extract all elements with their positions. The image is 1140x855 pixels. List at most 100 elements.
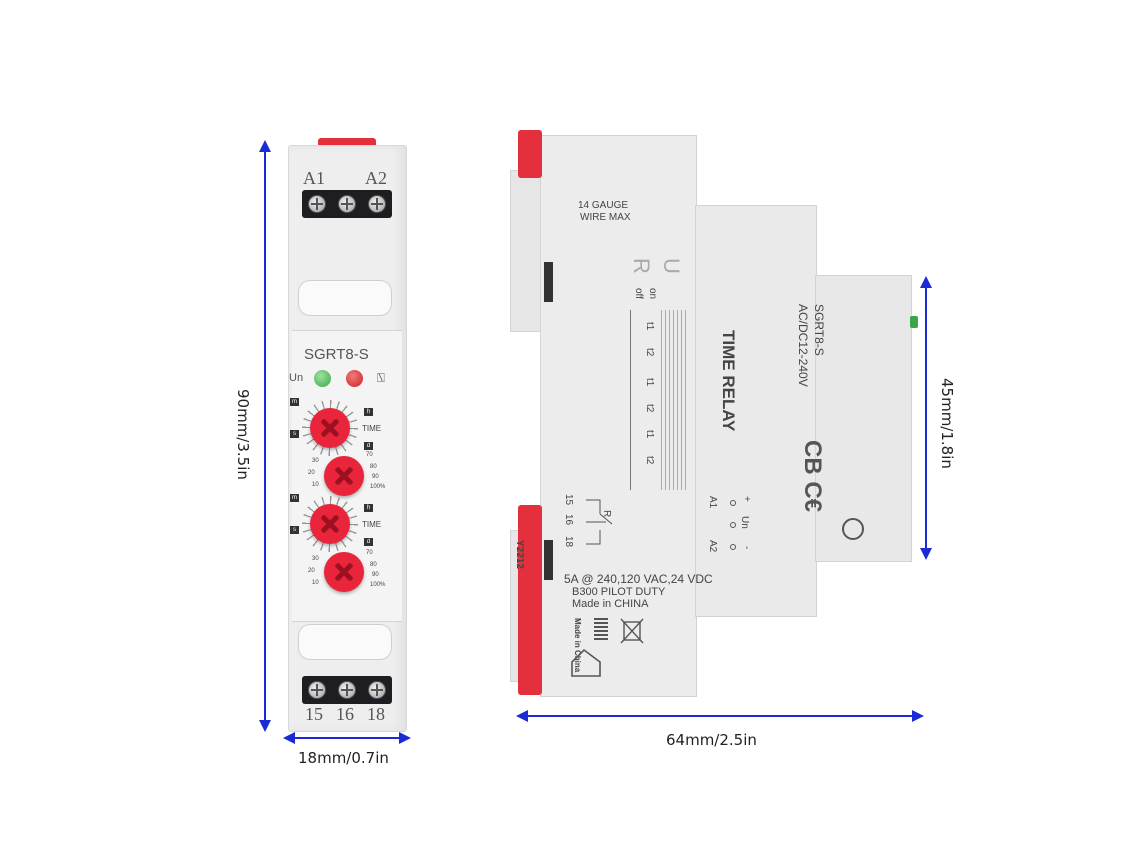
supply-terminal-dot bbox=[730, 544, 736, 550]
time-value-knob-1[interactable] bbox=[324, 456, 364, 496]
terminal-label-18: 18 bbox=[367, 704, 385, 724]
side-length-arrow bbox=[516, 710, 924, 722]
product-title: TIME RELAY bbox=[719, 330, 738, 432]
top-terminal-block bbox=[302, 190, 392, 218]
ccc-mark-icon bbox=[842, 518, 864, 540]
unit-box-d: d bbox=[364, 538, 373, 546]
mode-off-label: off bbox=[633, 288, 644, 299]
screw-icon[interactable] bbox=[338, 681, 356, 699]
side-slot bbox=[544, 540, 553, 580]
terminal-label-16: 16 bbox=[336, 704, 354, 724]
scale-mark: 80 bbox=[370, 562, 377, 568]
supply-terminal-dot bbox=[730, 500, 736, 506]
front-width-label: 18mm/0.7in bbox=[298, 749, 389, 767]
terminal-label-a2: A2 bbox=[365, 168, 387, 188]
bottom-label-window bbox=[298, 624, 392, 660]
supply-polarity: - bbox=[741, 546, 752, 550]
side-mid-housing bbox=[695, 205, 817, 617]
time-range-knob-1[interactable] bbox=[310, 408, 350, 448]
relay-symbol-icon: ⍂ bbox=[377, 370, 385, 385]
mode-letter-u: U bbox=[659, 258, 684, 274]
side-front-housing bbox=[815, 275, 912, 562]
made-in-label: Made in CHINA bbox=[572, 598, 649, 610]
time-range-knob-2[interactable] bbox=[310, 504, 350, 544]
side-slot bbox=[544, 262, 553, 302]
mode-letter-r: R bbox=[629, 258, 654, 274]
timing-diagram: t1 t2 t1 t2 t1 t2 bbox=[630, 310, 687, 490]
cert-mark-icon: CB C€ bbox=[799, 440, 826, 513]
scale-mark: 10 bbox=[312, 482, 319, 488]
mode-on-label: on bbox=[647, 288, 658, 300]
screw-icon[interactable] bbox=[308, 195, 326, 213]
timing-label: t2 bbox=[644, 348, 655, 357]
rating-line-2: B300 PILOT DUTY bbox=[572, 586, 666, 598]
screw-icon[interactable] bbox=[368, 681, 386, 699]
bottom-terminal-block bbox=[302, 676, 392, 704]
screw-icon[interactable] bbox=[368, 195, 386, 213]
unit-box-d: d bbox=[364, 442, 373, 450]
side-top-clip bbox=[518, 130, 542, 178]
weee-bin-icon bbox=[620, 618, 644, 644]
scale-mark: 10 bbox=[312, 580, 319, 586]
scale-mark: 100% bbox=[370, 582, 386, 588]
timing-label: t1 bbox=[644, 430, 655, 439]
screw-icon[interactable] bbox=[308, 681, 326, 699]
unit-box-s: s bbox=[290, 430, 299, 438]
timing-label: t2 bbox=[644, 404, 655, 413]
supply-terminal-dot bbox=[730, 522, 736, 528]
scale-mark: 70 bbox=[366, 452, 373, 458]
contact-label: 18 bbox=[563, 536, 574, 548]
front-model-label: SGRT8-S bbox=[304, 346, 369, 363]
time-label-2: TIME bbox=[362, 520, 382, 529]
rating-line-1: 5A @ 240,120 VAC,24 VDC bbox=[564, 572, 713, 586]
scale-mark: 20 bbox=[308, 568, 315, 574]
front-width-arrow bbox=[283, 732, 411, 744]
scale-mark: 20 bbox=[308, 470, 315, 476]
contact-diagram bbox=[586, 499, 613, 545]
screw-icon[interactable] bbox=[338, 195, 356, 213]
side-bottom-clip bbox=[518, 505, 542, 695]
unit-box-s: s bbox=[290, 526, 299, 534]
front-height-label: 90mm/3.5in bbox=[234, 389, 252, 480]
recycle-bar-icon bbox=[594, 618, 608, 640]
scale-mark: 100% bbox=[370, 484, 386, 490]
supply-symbol: Un bbox=[739, 516, 750, 529]
power-led bbox=[314, 370, 331, 387]
contact-label: 16 bbox=[563, 514, 574, 526]
scale-mark: 30 bbox=[312, 556, 319, 562]
supply-label-a2: A2 bbox=[707, 540, 718, 553]
voltage-label: AC/DC12-240V bbox=[796, 304, 810, 387]
timing-label: t2 bbox=[644, 456, 655, 465]
scale-mark: 70 bbox=[366, 550, 373, 556]
side-green-led bbox=[910, 316, 918, 328]
relay-led bbox=[346, 370, 363, 387]
side-upper-step bbox=[510, 170, 544, 332]
scale-mark: 30 bbox=[312, 458, 319, 464]
un-label: Un bbox=[289, 372, 304, 384]
scale-mark: 90 bbox=[372, 474, 379, 480]
supply-polarity: + bbox=[741, 496, 752, 502]
unit-box-m: m bbox=[290, 494, 299, 502]
wire-gauge-label: 14 GAUGE bbox=[578, 200, 629, 211]
side-height-arrow bbox=[920, 276, 932, 560]
unit-box-m: m bbox=[290, 398, 299, 406]
unit-box-h: h bbox=[364, 504, 373, 512]
indoor-use-icon bbox=[571, 648, 601, 677]
date-code: Y2212 bbox=[514, 540, 525, 569]
time-label-1: TIME bbox=[362, 424, 382, 433]
wire-gauge-label-2: WIRE MAX bbox=[580, 212, 631, 223]
scale-mark: 80 bbox=[370, 464, 377, 470]
contact-label: 15 bbox=[563, 494, 574, 506]
time-value-knob-2[interactable] bbox=[324, 552, 364, 592]
top-label-window bbox=[298, 280, 392, 316]
side-model-label: SGRT8-S bbox=[812, 304, 826, 356]
supply-label-a1: A1 bbox=[707, 496, 718, 509]
timing-label: t1 bbox=[644, 322, 655, 331]
front-height-arrow bbox=[259, 140, 271, 732]
timing-label: t1 bbox=[644, 378, 655, 387]
scale-mark: 90 bbox=[372, 572, 379, 578]
unit-box-h: h bbox=[364, 408, 373, 416]
terminal-label-a1: A1 bbox=[303, 168, 325, 188]
side-height-label: 45mm/1.8in bbox=[938, 378, 956, 469]
side-length-label: 64mm/2.5in bbox=[666, 731, 757, 749]
